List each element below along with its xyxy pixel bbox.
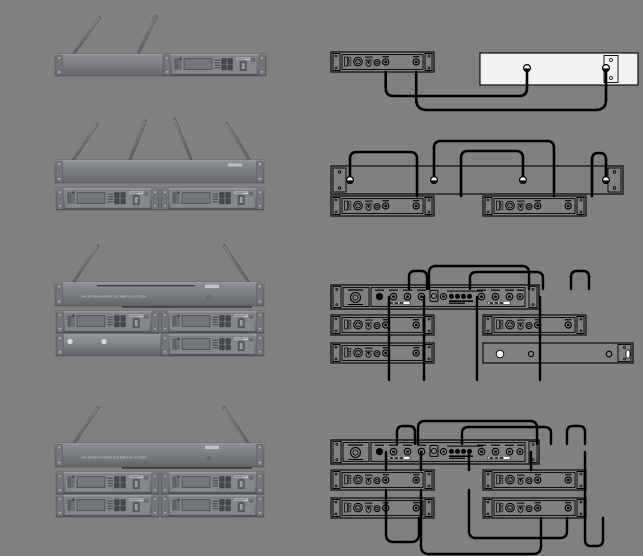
config-4-rear-view [330,419,605,556]
config-1-rear-view [330,51,639,112]
receiver-front-panel [160,187,265,211]
blank-rack-panel [54,159,265,184]
receiver-front-panel [160,333,265,357]
config-1-front-view [54,13,267,77]
antenna-mount-hole [518,176,528,185]
receiver-front-panel [162,53,267,77]
distribution-unit-label: UHF ANTENNA/POWER DISTRIBUTION SYSTEM [81,294,146,298]
receiver-front-panel [160,471,265,495]
receiver-front-panel [55,310,160,334]
antenna-mount-hole [601,63,611,73]
coax-cable-icon [387,264,591,382]
receiver-front-panel [160,494,265,518]
antenna-mount-hole [522,63,532,73]
antenna-mount-panel [479,52,639,86]
antenna-distribution-unit: UHF ANTENNA/POWER DISTRIBUTION SYSTEM [54,281,265,308]
blank-rack-panel [55,333,162,357]
blank-rear-panel [482,342,634,364]
config-3-front-view: UHF ANTENNA/POWER DISTRIBUTION SYSTEM [54,242,265,357]
antenna-mount-rail [330,165,624,195]
config-4-front-view: UHF ANTENNA/POWER DISTRIBUTION SYSTEM [54,404,265,518]
receiver-front-panel [55,494,160,518]
coax-cable-icon [384,70,608,112]
config-2-front-view [54,116,265,211]
antenna-mount-hole [601,176,611,185]
receiver-front-panel [55,471,160,495]
distribution-unit-label: UHF ANTENNA/POWER DISTRIBUTION SYSTEM [81,455,146,459]
antenna-mount-hole [346,176,354,185]
config-2-rear-view [330,139,624,217]
blank-rack-panel [54,53,166,77]
coax-cable-icon [384,419,605,556]
antenna-mount-hole [430,176,438,185]
receiver-front-panel [55,187,160,211]
antenna-distribution-unit: UHF ANTENNA/POWER DISTRIBUTION SYSTEM [54,442,265,469]
config-3-rear-view [330,264,634,382]
coax-cable-icon [348,139,608,198]
receiver-front-panel [160,310,265,334]
